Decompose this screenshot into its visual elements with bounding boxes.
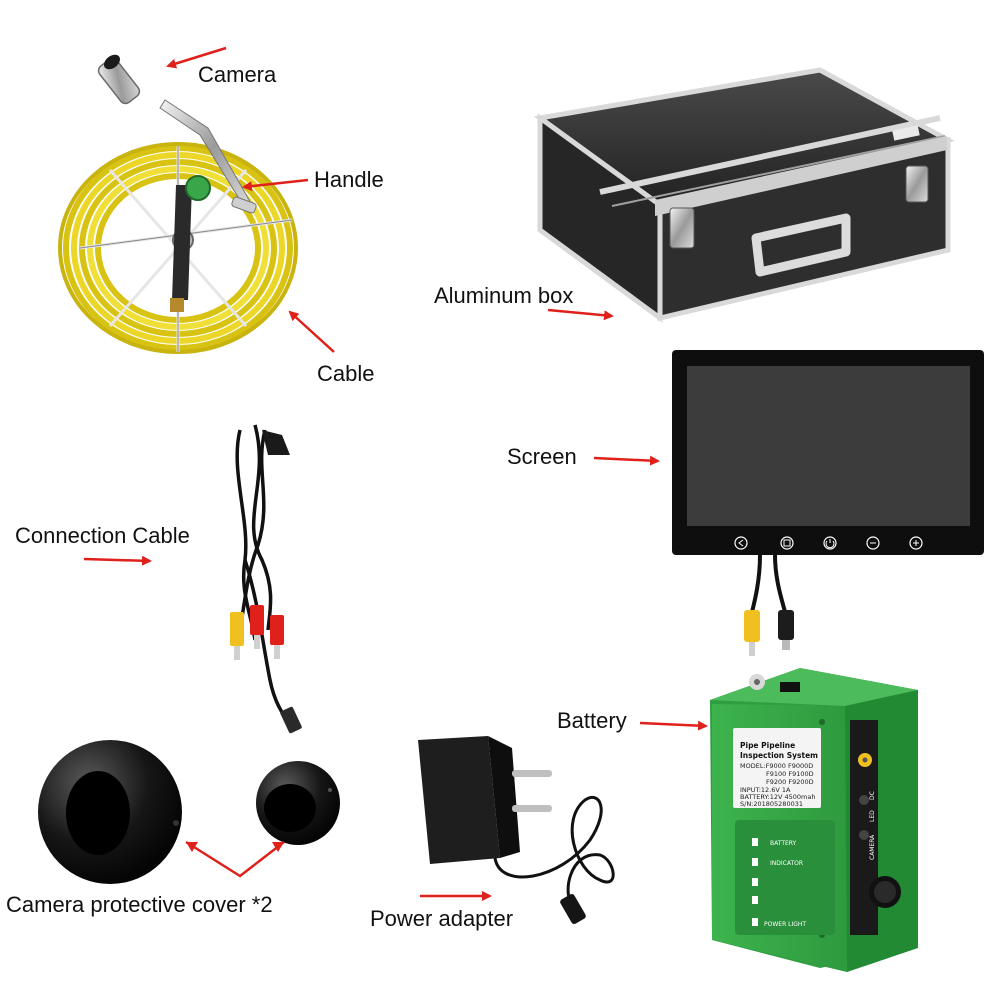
side-camera-label: CAMERA	[869, 834, 876, 860]
callout-arrows	[83, 46, 708, 901]
battery-box: Pipe Pipeline Inspection System MODEL:F9…	[710, 668, 918, 972]
arrow-battery	[639, 720, 708, 731]
arrow-covers	[185, 840, 285, 878]
panel-battery: BATTERY:12V 4500mah	[740, 793, 816, 801]
led-power-label: POWER LIGHT	[764, 921, 806, 928]
arrow-handle	[242, 178, 309, 192]
label-battery: Battery	[557, 708, 627, 733]
label-handle: Handle	[314, 167, 384, 192]
connection-cable	[230, 424, 302, 734]
camera-head	[97, 54, 141, 105]
arrow-camera	[166, 46, 227, 69]
led-battery-label: BATTERY	[770, 840, 797, 847]
label-screen: Screen	[507, 444, 577, 469]
cable-reel	[58, 54, 298, 354]
monitor-screen	[672, 350, 984, 656]
led-indicator-label: INDICATOR	[770, 860, 803, 867]
panel-title-1: Pipe Pipeline	[740, 741, 795, 750]
aluminum-box	[533, 67, 956, 323]
label-aluminum-box: Aluminum box	[434, 283, 574, 308]
arrow-cable	[288, 310, 335, 353]
label-camera: Camera	[198, 62, 277, 87]
arrow-aluminum-box	[547, 308, 614, 321]
label-power-adapter: Power adapter	[370, 906, 514, 931]
panel-model-1: MODEL:F9000 F9000D	[740, 762, 813, 770]
panel-title-2: Inspection System	[740, 751, 818, 760]
arrow-screen	[593, 455, 660, 466]
protective-covers	[38, 740, 340, 884]
label-cable: Cable	[317, 361, 375, 386]
panel-serial: S/N:201805280031	[740, 800, 803, 808]
side-led-label: LED	[869, 810, 876, 822]
panel-model-3: F9200 F9200D	[766, 778, 814, 786]
label-connection-cable: Connection Cable	[15, 523, 190, 548]
power-adapter	[418, 736, 615, 925]
side-dc-label: DC	[869, 791, 876, 800]
label-camera-protective-cover: Camera protective cover *2	[6, 892, 273, 917]
arrow-connection-cable	[83, 555, 152, 566]
panel-input: INPUT:12.6V 1A	[740, 786, 791, 794]
panel-model-2: F9100 F9100D	[766, 770, 814, 778]
